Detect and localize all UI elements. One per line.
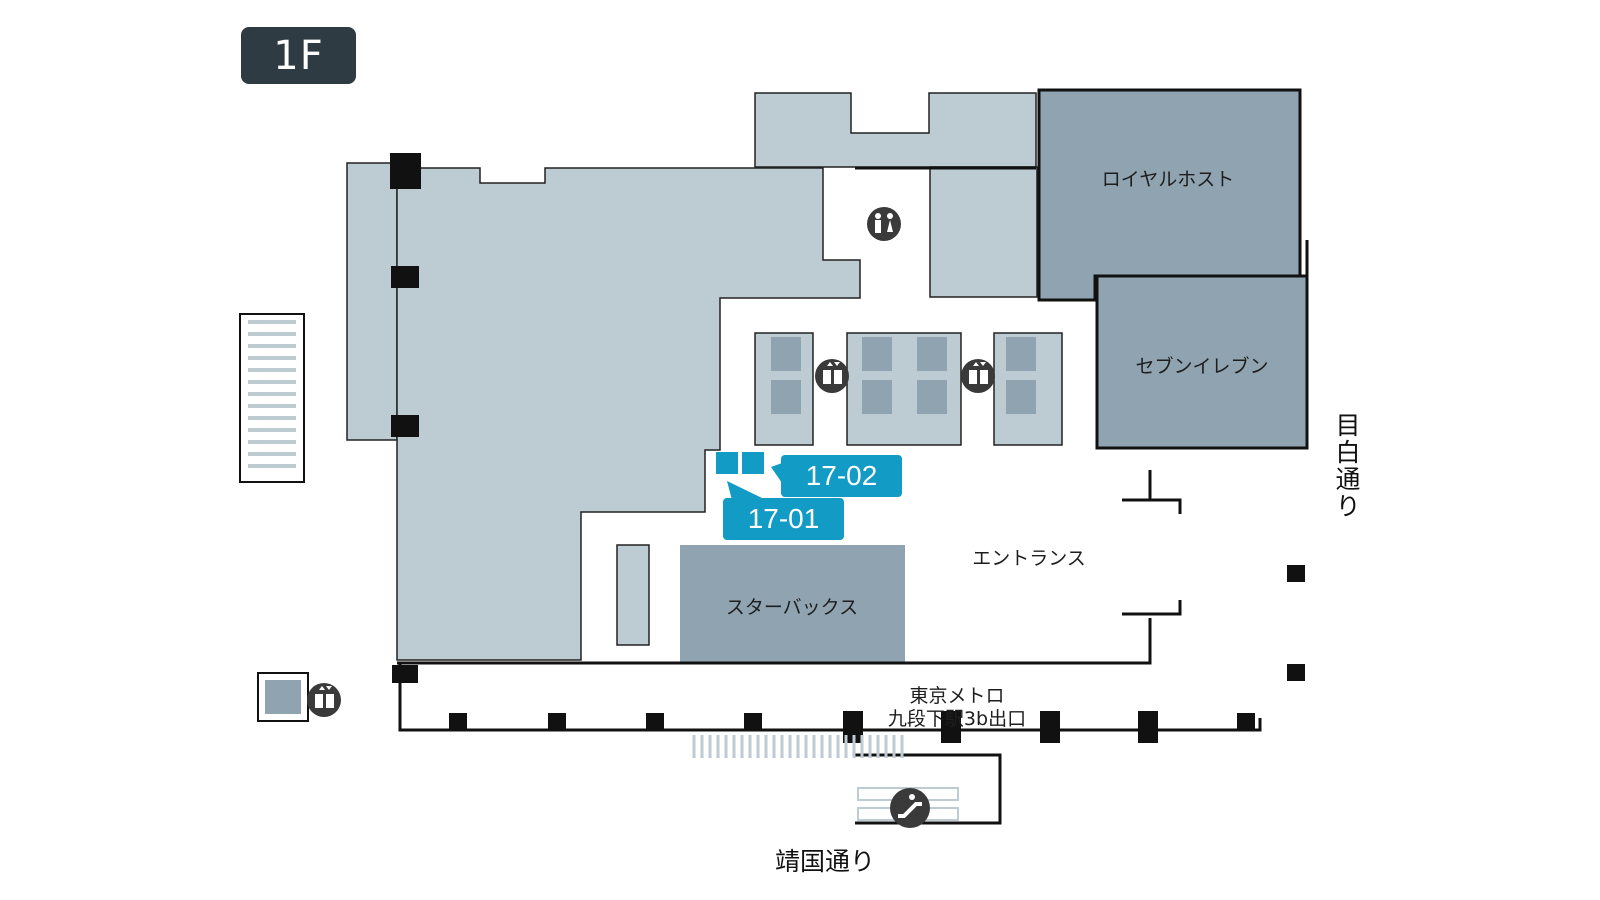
metro-line-2: 九段下駅3b出口 <box>887 708 1027 730</box>
label-seven-eleven[interactable]: セブンイレブン <box>1135 355 1269 378</box>
elevator-icon <box>961 359 995 393</box>
restroom-icon <box>867 207 901 241</box>
room-north-east <box>929 166 1038 298</box>
stair-west <box>239 313 305 483</box>
marker-square-17-01[interactable] <box>716 452 738 474</box>
elevator-icon <box>307 683 341 717</box>
room-north <box>754 92 1037 168</box>
marker-tag-17-01[interactable]: 17-01 <box>723 498 844 540</box>
shop-royal-host <box>1037 88 1302 302</box>
escalator-icon <box>890 788 930 828</box>
shop-starbucks <box>680 545 905 663</box>
marker-tag-17-02[interactable]: 17-02 <box>781 455 902 497</box>
marker-square-17-02[interactable] <box>742 452 764 474</box>
shop-seven-eleven <box>1095 274 1309 450</box>
label-entrance: エントランス <box>972 547 1086 570</box>
elevator-icon <box>815 359 849 393</box>
label-royal-host[interactable]: ロイヤルホスト <box>1101 168 1235 191</box>
tag-pointer-17-01 <box>727 481 762 500</box>
street-yasukuni: 靖国通り <box>774 847 876 876</box>
tag-pointer-17-02 <box>771 463 782 483</box>
room-west-strip <box>346 162 398 441</box>
floor-badge[interactable]: 1F <box>241 27 356 84</box>
room-main-hall <box>396 167 861 661</box>
label-starbucks[interactable]: スターバックス <box>725 596 859 619</box>
room-narrow <box>616 544 650 646</box>
metro-exit-label: 東京メトロ 九段下駅3b出口 <box>888 685 1026 731</box>
metro-line-1: 東京メトロ <box>909 685 1005 707</box>
street-mejiro: 目白通り <box>1332 412 1361 520</box>
